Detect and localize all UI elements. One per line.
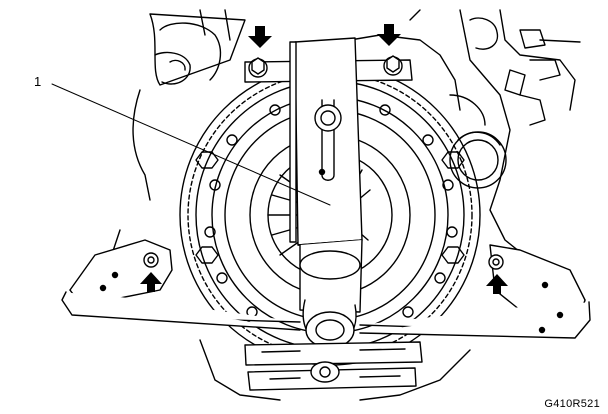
engine-block-outline bbox=[109, 9, 581, 401]
engine-support-bar bbox=[244, 37, 423, 391]
arrow-icon bbox=[248, 26, 272, 48]
arrow-icon bbox=[486, 274, 508, 294]
arrow-icon bbox=[377, 24, 401, 46]
figure-code: G410R521 bbox=[544, 398, 600, 410]
flywheel-bolts bbox=[195, 104, 465, 318]
bracket-bolts bbox=[143, 252, 504, 270]
callout-leader-line bbox=[51, 83, 331, 206]
callout-number-1: 1 bbox=[34, 74, 42, 89]
arrow-icon bbox=[140, 272, 162, 292]
starter-housing bbox=[449, 131, 507, 189]
